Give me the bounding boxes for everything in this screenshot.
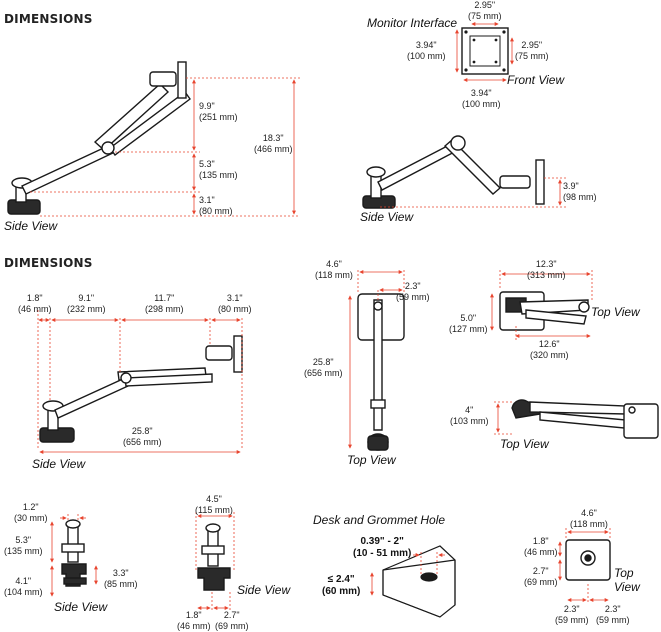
dim-tr-4: 4"(103 mm) bbox=[450, 405, 489, 426]
side-view-3-arm bbox=[39, 335, 243, 443]
dim-tb-46: 4.6"(118 mm) bbox=[570, 508, 608, 529]
desk-grommet-label: Desk and Grommet Hole bbox=[313, 513, 446, 527]
side-view-label-2: Side View bbox=[360, 210, 414, 224]
monitor-interface-label: Monitor Interface bbox=[367, 16, 458, 30]
monitor-interface-plate bbox=[461, 27, 509, 75]
top-view-base bbox=[565, 539, 611, 581]
dim-tr-50: 5.0"(127 mm) bbox=[449, 313, 488, 334]
dim-s1-99: 9.9"(251 mm) bbox=[199, 101, 238, 122]
top-view-label-1: Top View bbox=[347, 453, 396, 467]
dim-t-23: 2.3"(59 mm) bbox=[396, 281, 430, 302]
dim-grommet-hole: 0.39" - 2"(10 - 51 mm) bbox=[353, 536, 412, 559]
dim-b-117: 11.7"(298 mm) bbox=[145, 293, 184, 314]
desk-grommet-drawing bbox=[382, 545, 456, 618]
section-heading-top: DIMENSIONS bbox=[4, 12, 93, 26]
dim-s2-39: 3.9"(98 mm) bbox=[563, 181, 597, 202]
dim-c2-27: 2.7"(69 mm) bbox=[215, 610, 249, 631]
dim-c1-53: 5.3"(135 mm) bbox=[4, 535, 43, 556]
dim-c1-33: 3.3"(85 mm) bbox=[104, 568, 138, 589]
dim-t-46: 4.6"(118 mm) bbox=[315, 259, 353, 280]
dim-mi-left: 3.94"(100 mm) bbox=[407, 40, 446, 61]
side-view-label-4: Side View bbox=[54, 600, 108, 614]
top-view-label-4: Top View bbox=[614, 566, 640, 594]
dim-mi-top: 2.95"(75 mm) bbox=[468, 0, 502, 21]
dim-tb-27: 2.7"(69 mm) bbox=[524, 566, 558, 587]
dim-c1-12: 1.2"(30 mm) bbox=[14, 502, 48, 523]
dim-b-91: 9.1"(232 mm) bbox=[67, 293, 106, 314]
dim-b-18: 1.8"(46 mm) bbox=[18, 293, 52, 314]
side-view-label-1: Side View bbox=[4, 219, 58, 233]
side-view-2-arm bbox=[362, 135, 545, 209]
clamp-side-view-2 bbox=[197, 523, 231, 591]
dim-mi-right: 2.95"(75 mm) bbox=[515, 40, 549, 61]
top-view-3-arm bbox=[511, 399, 659, 439]
dim-mi-bottom: 3.94"(100 mm) bbox=[462, 88, 501, 109]
clamp-side-view-1 bbox=[61, 519, 87, 587]
dim-b-31: 3.1"(80 mm) bbox=[218, 293, 252, 314]
dim-tr-123: 12.3"(313 mm) bbox=[527, 259, 566, 280]
dim-b-258: 25.8"(656 mm) bbox=[123, 426, 162, 447]
top-view-1-arm bbox=[357, 293, 405, 451]
dim-desk-thickness: ≤ 2.4"(60 mm) bbox=[322, 574, 361, 597]
dim-c2-45: 4.5"(115 mm) bbox=[195, 494, 233, 515]
dim-c1-41: 4.1"(104 mm) bbox=[4, 576, 43, 597]
dim-s1-53: 5.3"(135 mm) bbox=[199, 159, 238, 180]
dim-tr-126: 12.6"(320 mm) bbox=[530, 339, 569, 360]
dim-tb-18: 1.8"(46 mm) bbox=[524, 536, 558, 557]
dim-s1-31: 3.1"(80 mm) bbox=[199, 195, 233, 216]
front-view-label: Front View bbox=[507, 73, 565, 87]
side-view-1-dims bbox=[30, 77, 300, 217]
top-view-label-3: Top View bbox=[500, 437, 549, 451]
dim-tb-23a: 2.3"(59 mm) bbox=[555, 604, 589, 625]
dim-tb-23b: 2.3"(59 mm) bbox=[596, 604, 630, 625]
section-heading-bottom: DIMENSIONS bbox=[4, 256, 93, 270]
side-view-1-arm bbox=[7, 61, 191, 215]
dim-c2-18: 1.8"(46 mm) bbox=[177, 610, 211, 631]
top-view-2-arm bbox=[499, 291, 590, 331]
side-view-label-3: Side View bbox=[32, 457, 86, 471]
dim-t-258: 25.8"(656 mm) bbox=[304, 357, 343, 378]
side-view-label-5: Side View bbox=[237, 583, 291, 597]
dim-s1-183: 18.3"(466 mm) bbox=[254, 133, 293, 154]
top-view-label-2: Top View bbox=[591, 305, 640, 319]
